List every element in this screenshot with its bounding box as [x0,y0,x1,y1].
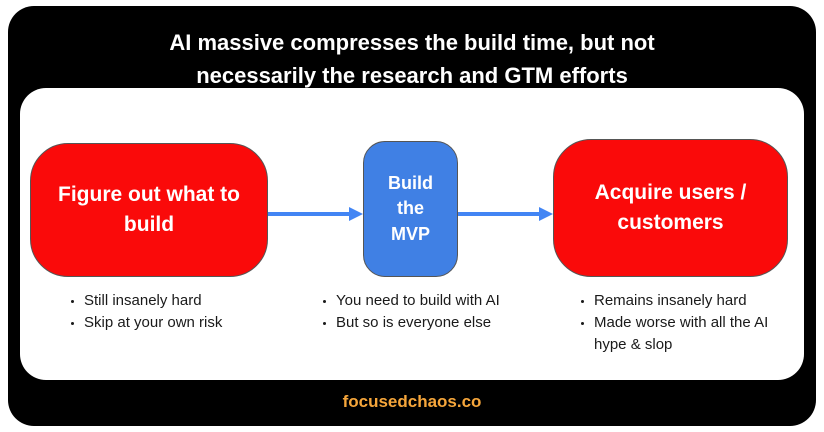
arrow-shaft [268,212,351,216]
flow-panel: Figure out what to build Build the MVP A… [20,88,804,380]
step-label: Figure out what to build [58,182,240,236]
notes-list-acquire-users: Remains insanely hard Made worse with al… [576,290,784,356]
step-acquire-users-customers: Acquire users / customers [553,139,788,277]
diagram-frame: AI massive compresses the build time, bu… [8,6,816,426]
arrow-head [539,207,553,221]
step-label: Build the MVP [388,173,433,244]
note-item: Skip at your own risk [84,312,286,334]
notes-list-figure-out: Still insanely hard Skip at your own ris… [66,290,286,334]
notes-list-build-mvp: You need to build with AI But so is ever… [318,290,548,334]
step-build-the-mvp: Build the MVP [363,141,458,277]
page-title: AI massive compresses the build time, bu… [169,30,655,88]
note-item: Made worse with all the AI hype & slop [594,312,784,356]
arrow-head [349,207,363,221]
brand-footer: focusedchaos.co [342,392,482,411]
step-figure-out-what-to-build: Figure out what to build [30,143,268,277]
note-item: But so is everyone else [336,312,548,334]
note-item: Remains insanely hard [594,290,784,312]
note-item: You need to build with AI [336,290,548,312]
right-arrow-icon [458,207,553,221]
right-arrow-icon [268,207,363,221]
step-label: Acquire users / customers [594,180,747,234]
note-item: Still insanely hard [84,290,286,312]
arrow-shaft [458,212,541,216]
